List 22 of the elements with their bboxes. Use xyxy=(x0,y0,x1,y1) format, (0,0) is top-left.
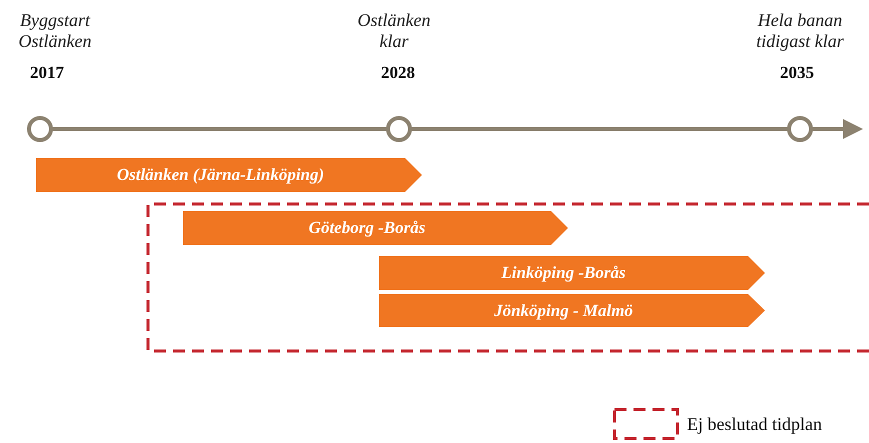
timeline-bar xyxy=(183,211,568,245)
bar-label: Ostlänken (Järna-Linköping) xyxy=(116,164,324,186)
timeline-bar xyxy=(36,158,422,192)
milestone-label: Ostlänken klar xyxy=(356,10,432,52)
timeline-arrow xyxy=(811,119,863,139)
timeline-line xyxy=(51,127,388,131)
legend-label: Ej beslutad tidplan xyxy=(687,412,822,436)
timeline-bar xyxy=(379,294,765,327)
timeline-line xyxy=(410,127,789,131)
milestone-circle xyxy=(787,116,813,142)
milestone-circle xyxy=(386,116,412,142)
bar-label: Linköping -Borås xyxy=(501,262,626,284)
bar-label: Göteborg -Borås xyxy=(308,217,426,240)
bar-label: Jönköping - Malmö xyxy=(494,300,633,322)
year-label: 2028 xyxy=(381,63,415,83)
milestone-circle xyxy=(27,116,53,142)
year-label: 2017 xyxy=(30,63,64,83)
milestone-label: Byggstart Ostlänken xyxy=(18,10,92,52)
timeline-bar xyxy=(379,256,765,290)
dashed-region xyxy=(146,202,869,353)
milestone-label: Hela banan tidigast klar xyxy=(755,10,845,52)
year-label: 2035 xyxy=(780,63,814,83)
